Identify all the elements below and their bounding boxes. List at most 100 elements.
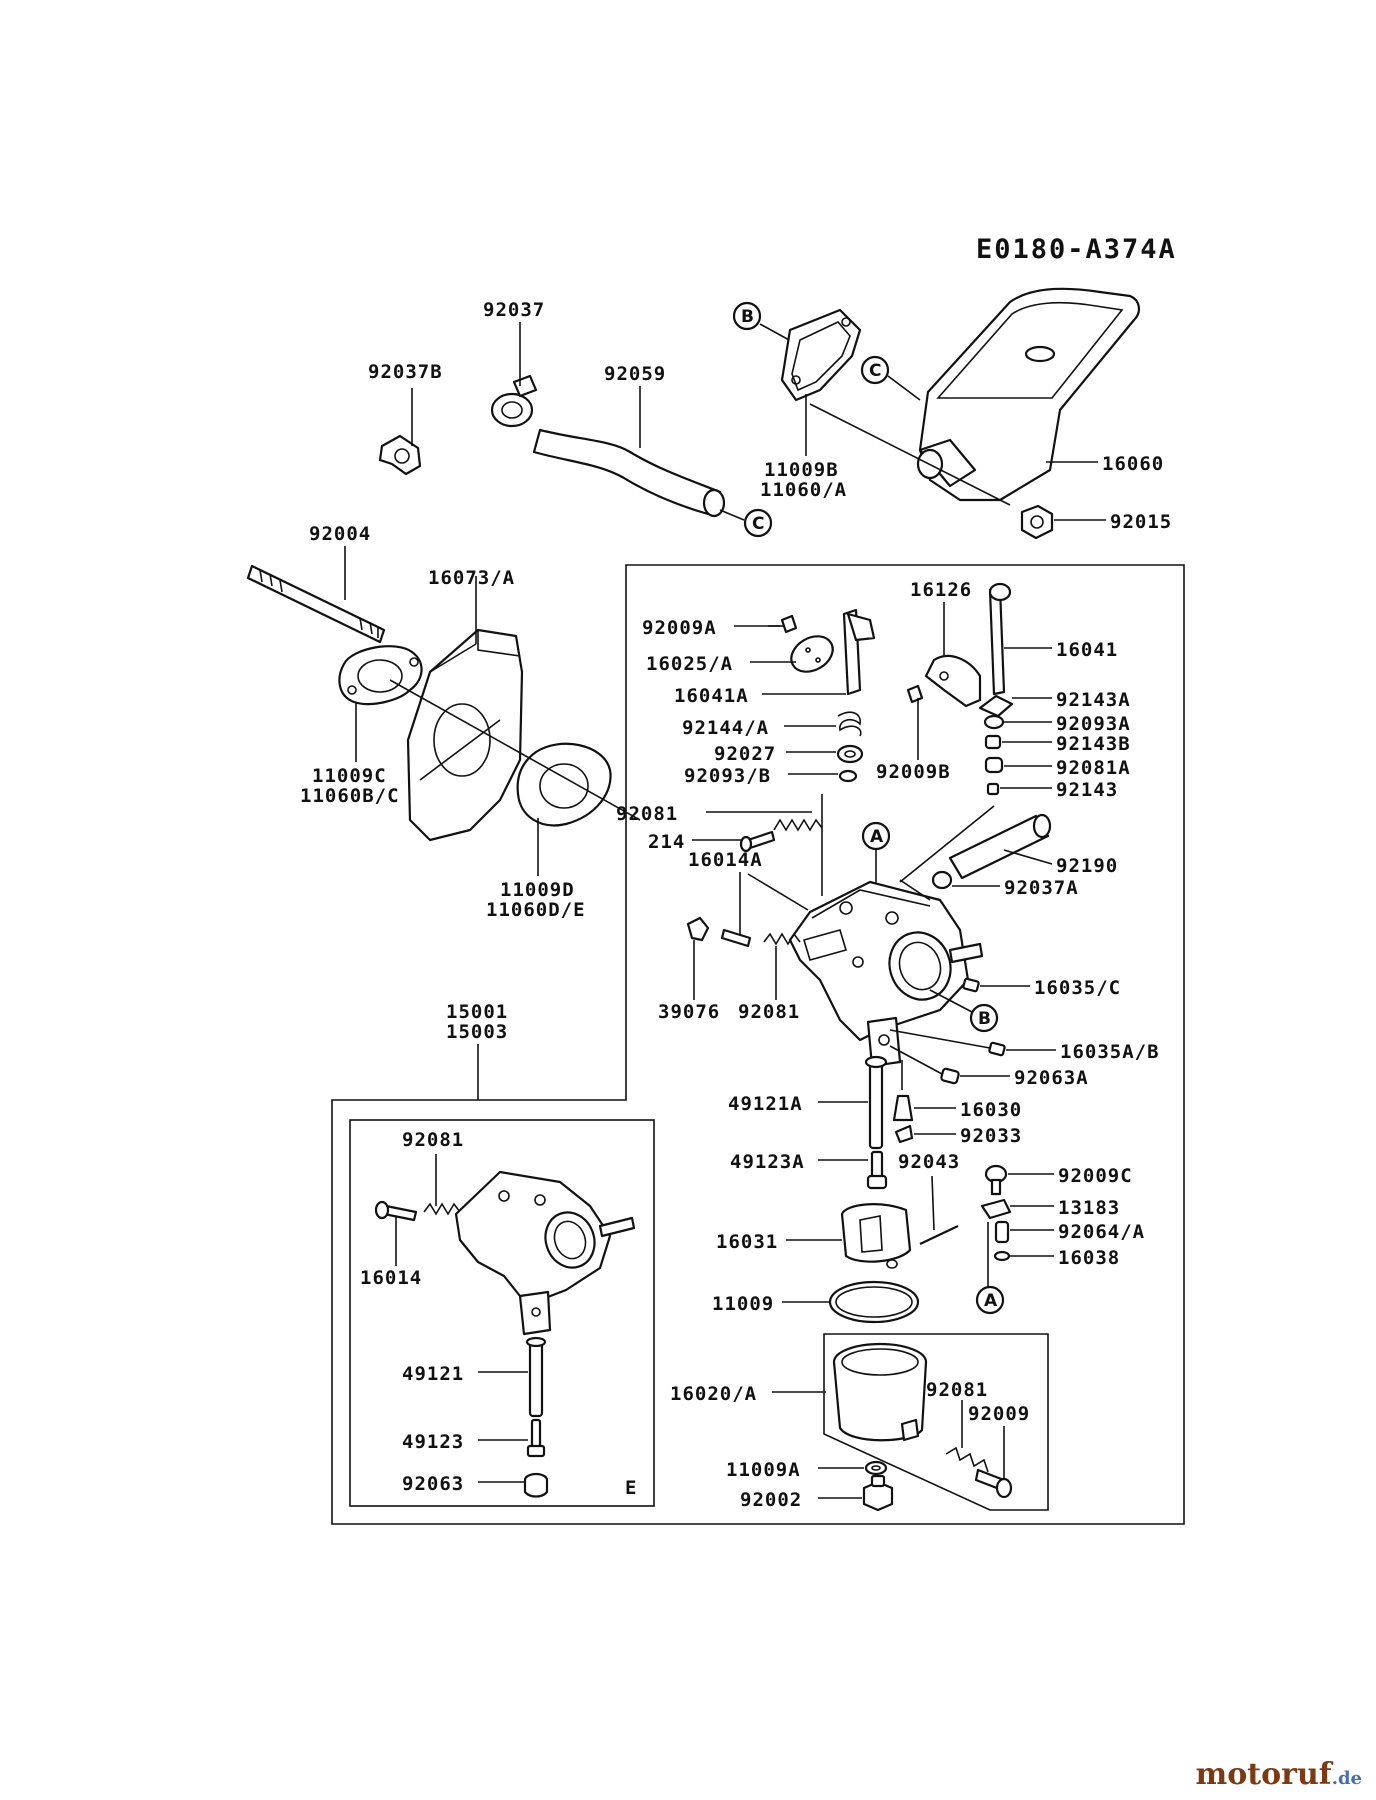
washer-92093a-part (983, 714, 1005, 730)
carburetor-assembly-frame (331, 564, 1185, 1525)
label-39076: 39076 (658, 1001, 720, 1023)
svg-text:C: C (752, 514, 764, 534)
label-92081-top: 92081 (616, 803, 678, 825)
spring-92081a-part (984, 756, 1004, 774)
screw-92009a-part (768, 614, 798, 634)
label-11009d: 11009D (500, 879, 575, 901)
throttle-plate-16025a-part (790, 635, 834, 673)
spring-92081-bowl-part (945, 1446, 989, 1473)
gasket-11009b-part (780, 308, 862, 402)
label-92033: 92033 (960, 1125, 1022, 1147)
spring-e-92081-part (423, 1202, 461, 1216)
label-92009-bowl: 92009 (968, 1403, 1030, 1425)
svg-text:B: B (741, 307, 754, 327)
label-92144a: 92144/A (682, 717, 769, 739)
label-92190: 92190 (1056, 855, 1118, 877)
air-intake-16060-part (916, 287, 1140, 502)
spring-92081-top-part (773, 818, 823, 832)
label-11009b: 11009B (764, 459, 839, 481)
screw-92009-bowl-part (974, 1468, 1013, 1499)
emulsion-tube-49121a-part (864, 1055, 888, 1150)
callout-b-top (732, 301, 762, 331)
insulator-16073a-part (406, 628, 524, 842)
float-bowl-frame (823, 1333, 1049, 1511)
stud-92004-part (246, 564, 386, 644)
spring-92081-lower-part (763, 932, 801, 946)
label-16020a: 16020/A (670, 1383, 757, 1405)
screw-92009b-part (906, 684, 924, 704)
spring-92144a-part (837, 711, 862, 737)
carburetor-body-part (788, 880, 984, 1068)
label-92143: 92143 (1056, 779, 1118, 801)
label-16060: 16060 (1102, 453, 1164, 475)
choke-shaft-16041-part (988, 582, 1012, 696)
label-92081-bowl: 92081 (926, 1379, 988, 1401)
jet-16035c-part (962, 977, 980, 993)
label-92093a: 92093A (1056, 713, 1131, 735)
label-13183: 13183 (1058, 1197, 1120, 1219)
subassembly-e-label: E (625, 1477, 637, 1499)
label-16073a: 16073/A (428, 567, 515, 589)
label-16030: 16030 (960, 1099, 1022, 1121)
choke-lever-16126-part (924, 654, 982, 708)
label-92064a: 92064/A (1058, 1221, 1145, 1243)
screw-16014a-part (720, 928, 752, 948)
label-16035ab: 16035A/B (1060, 1041, 1160, 1063)
seal-92027-part (836, 744, 864, 764)
label-e-16014: 16014 (360, 1267, 422, 1289)
tube-92190-part (948, 813, 1052, 880)
label-16038: 16038 (1058, 1247, 1120, 1269)
gasket-11009c-part (338, 645, 423, 706)
label-92002: 92002 (740, 1489, 802, 1511)
label-e-92063: 92063 (402, 1473, 464, 1495)
bracket-13183-part (980, 1198, 1012, 1220)
bushing-92143b-part (984, 734, 1002, 750)
screw-92064a-part (994, 1220, 1010, 1244)
bushing-92143-part (986, 782, 1000, 796)
label-e-49121: 49121 (402, 1363, 464, 1385)
label-92009b: 92009B (876, 761, 951, 783)
clip-92033-part (894, 1124, 914, 1144)
clip-39076-part (686, 916, 710, 942)
label-92037: 92037 (483, 299, 545, 321)
label-16025a: 16025/A (646, 653, 733, 675)
screw-92009c-part (984, 1164, 1008, 1196)
label-e-92081: 92081 (402, 1129, 464, 1151)
screw-e-16014-part (374, 1200, 418, 1222)
callout-a-lower (975, 1285, 1005, 1315)
washer-92093b-part (838, 769, 858, 783)
washer-11009a-part (864, 1460, 888, 1476)
screw-214-part (739, 830, 776, 853)
watermark-logo: motoruf.de (1196, 1757, 1362, 1792)
svg-text:A: A (870, 827, 884, 847)
label-92015: 92015 (1110, 511, 1172, 533)
label-16126: 16126 (910, 579, 972, 601)
label-92037b: 92037B (368, 361, 443, 383)
callout-c-lower (743, 508, 773, 538)
label-92009a: 92009A (642, 617, 717, 639)
subassembly-e-frame (349, 1119, 655, 1507)
label-16035c: 16035/C (1034, 977, 1121, 999)
label-92037a: 92037A (1004, 877, 1079, 899)
bolt-92002-part (862, 1474, 894, 1512)
plug-e-92063-part (523, 1472, 549, 1498)
gasket-11009d-part (516, 742, 612, 827)
carburetor-body-e-part (454, 1170, 636, 1336)
diagram-code: E0180-A374A (976, 234, 1177, 265)
label-15003: 15003 (446, 1021, 508, 1043)
clip-92037b-part (378, 434, 422, 476)
label-92143b: 92143B (1056, 733, 1131, 755)
label-16014a: 16014A (688, 849, 763, 871)
label-15001: 15001 (446, 1001, 508, 1023)
main-jet-e-49123-part (526, 1418, 546, 1458)
watermark-main: motoruf (1195, 1757, 1332, 1792)
float-bowl-16020a-part (832, 1342, 928, 1442)
label-11009c: 11009C (312, 765, 387, 787)
clamp-92037-part (490, 374, 538, 428)
label-16031: 16031 (716, 1231, 778, 1253)
label-92027: 92027 (714, 743, 776, 765)
label-49123a: 49123A (730, 1151, 805, 1173)
oring-16038-part (993, 1250, 1011, 1262)
label-92081a: 92081A (1056, 757, 1131, 779)
plug-92063a-part (940, 1067, 960, 1085)
